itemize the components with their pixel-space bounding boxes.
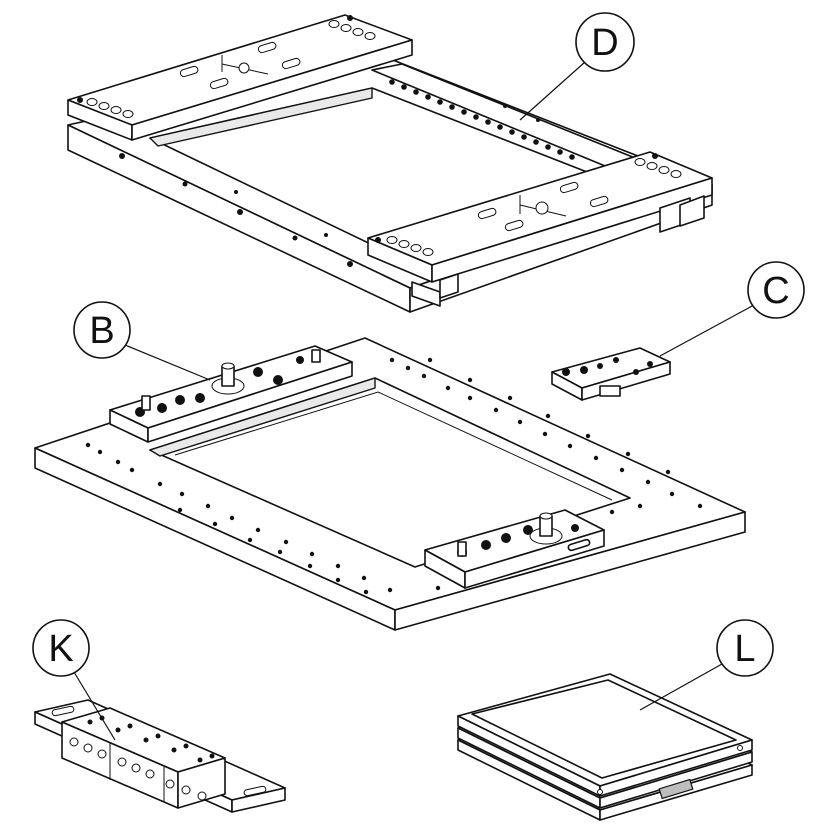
clamp-bar-left-front [131,39,413,141]
frame-side-holes [119,104,540,267]
callout-b: B [73,301,211,381]
plate-groove [174,391,613,501]
tray-inner-rim [471,679,737,779]
part-c-clamp-module [551,347,671,401]
module-tab [599,385,621,397]
callout-c-circle [747,261,805,319]
leader-d [519,61,586,121]
clamp-bar-right-front [431,177,713,283]
leader-c [659,304,755,357]
callout-d: D [519,12,635,121]
plate-front-right [394,511,746,631]
clamp-right-center-mark [519,195,567,217]
plate-opening-wall [149,377,376,457]
part-k-clamp-rail [34,699,286,813]
leader-l [639,663,723,711]
callout-k: K [32,619,116,741]
callout-b-circle [73,301,131,359]
frame-leg-front-2 [439,273,459,299]
clamp-bar-left-holes [77,15,376,118]
callout-l-label: L [734,628,755,670]
callout-k-label: K [48,628,73,670]
callout-b-label: B [89,310,114,352]
plate-clamp-left [109,345,353,443]
plate-clamp-right [424,509,605,589]
callout-k-circle [32,619,90,677]
plate-clamp-left-front [147,361,353,443]
callout-d-label: D [591,22,618,64]
rail-holes [389,79,575,160]
part-l-stacked-trays [457,673,753,821]
clamp-left-center-mark [221,55,269,75]
frame-leg-right-2 [679,195,705,227]
clamp-bar-right-holes [375,153,682,256]
frame-leg-front [411,281,441,307]
tray-badge [658,778,694,800]
callout-d-circle [575,12,635,72]
part-b-base-plate [34,337,746,631]
leader-k [73,671,116,741]
callout-c-label: C [762,270,789,312]
callout-l: L [639,619,774,711]
rail-blocks [61,707,226,809]
frame-inner-wall [149,87,373,147]
leader-b [124,344,211,381]
callout-c: C [659,261,805,357]
callout-l-circle [716,619,774,677]
part-d-frame [67,14,713,313]
rail-end [231,787,286,813]
